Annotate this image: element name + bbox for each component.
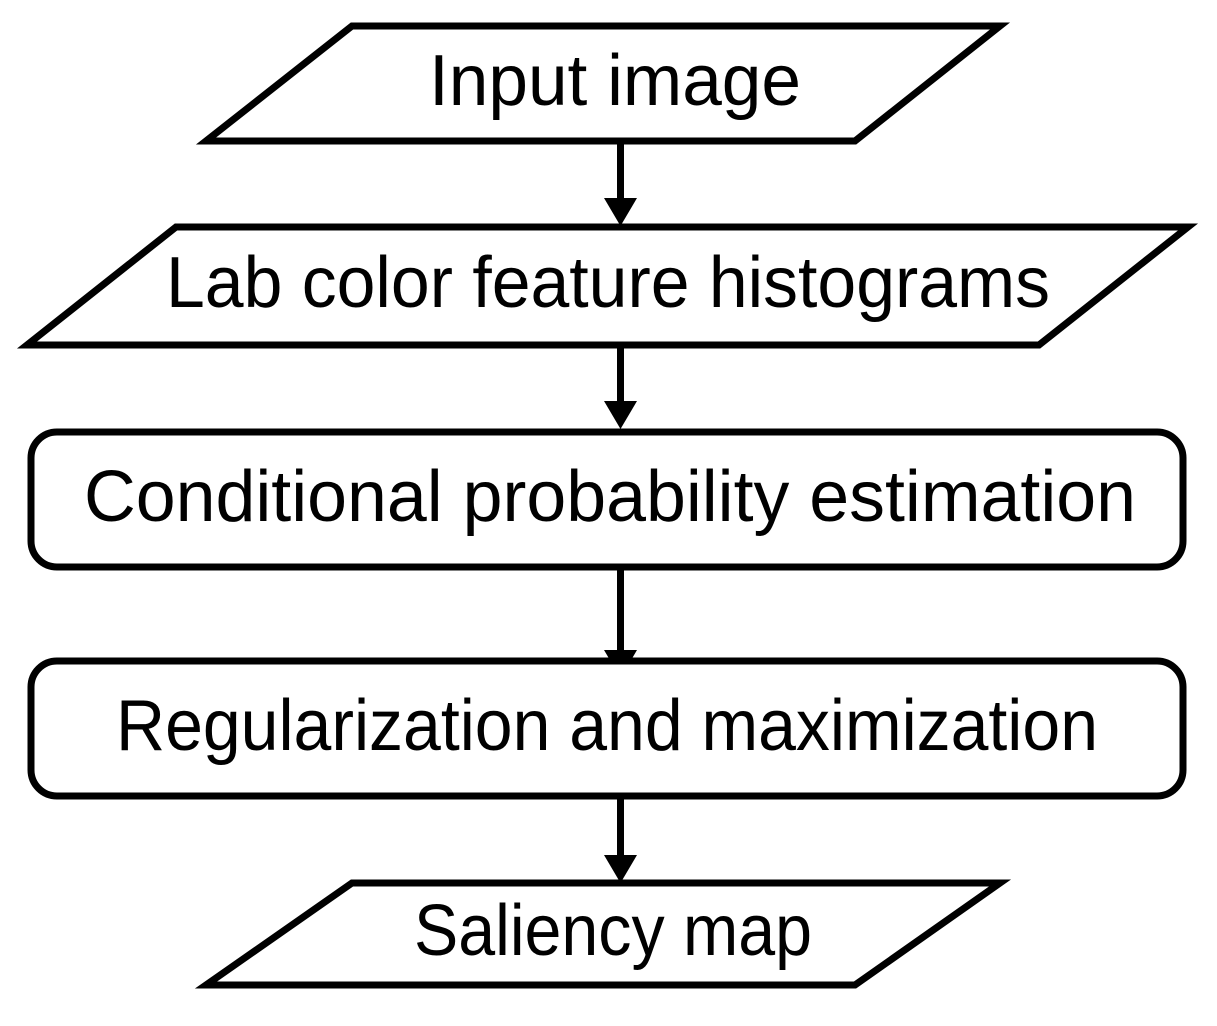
arrow-down-icon — [604, 796, 637, 883]
node-input-image[interactable]: Input image — [195, 22, 1011, 145]
regularization-and-maximization-rounded-rect-shape — [27, 657, 1187, 800]
lab-color-feature-histograms-label: Lab color feature histograms — [166, 243, 1050, 323]
arrow-down-icon — [604, 345, 637, 429]
edge-regularization-to-saliency-map — [604, 796, 637, 883]
node-saliency-map[interactable]: Saliency map — [194, 879, 1012, 989]
node-conditional-probability-estimation[interactable]: Conditional probability estimation — [27, 428, 1187, 571]
input-image-parallelogram-shape — [195, 22, 1011, 145]
conditional-probability-estimation-rounded-rect-shape — [27, 428, 1187, 571]
node-regularization-and-maximization[interactable]: Regularization and maximization — [27, 657, 1187, 800]
arrow-down-icon — [604, 141, 637, 226]
regularization-and-maximization-label: Regularization and maximization — [116, 686, 1098, 766]
edge-conditional-probability-to-regularization — [604, 567, 637, 678]
lab-color-feature-histograms-parallelogram-shape — [16, 223, 1199, 349]
edge-histograms-to-conditional-probability — [604, 345, 637, 429]
arrow-down-icon — [604, 567, 637, 678]
saliency-map-parallelogram-shape — [194, 879, 1012, 989]
input-image-label: Input image — [429, 41, 801, 121]
edge-input-image-to-histograms — [604, 141, 637, 226]
conditional-probability-estimation-label: Conditional probability estimation — [84, 457, 1136, 537]
node-lab-color-feature-histograms[interactable]: Lab color feature histograms — [16, 223, 1199, 349]
saliency-map-label: Saliency map — [414, 891, 812, 971]
